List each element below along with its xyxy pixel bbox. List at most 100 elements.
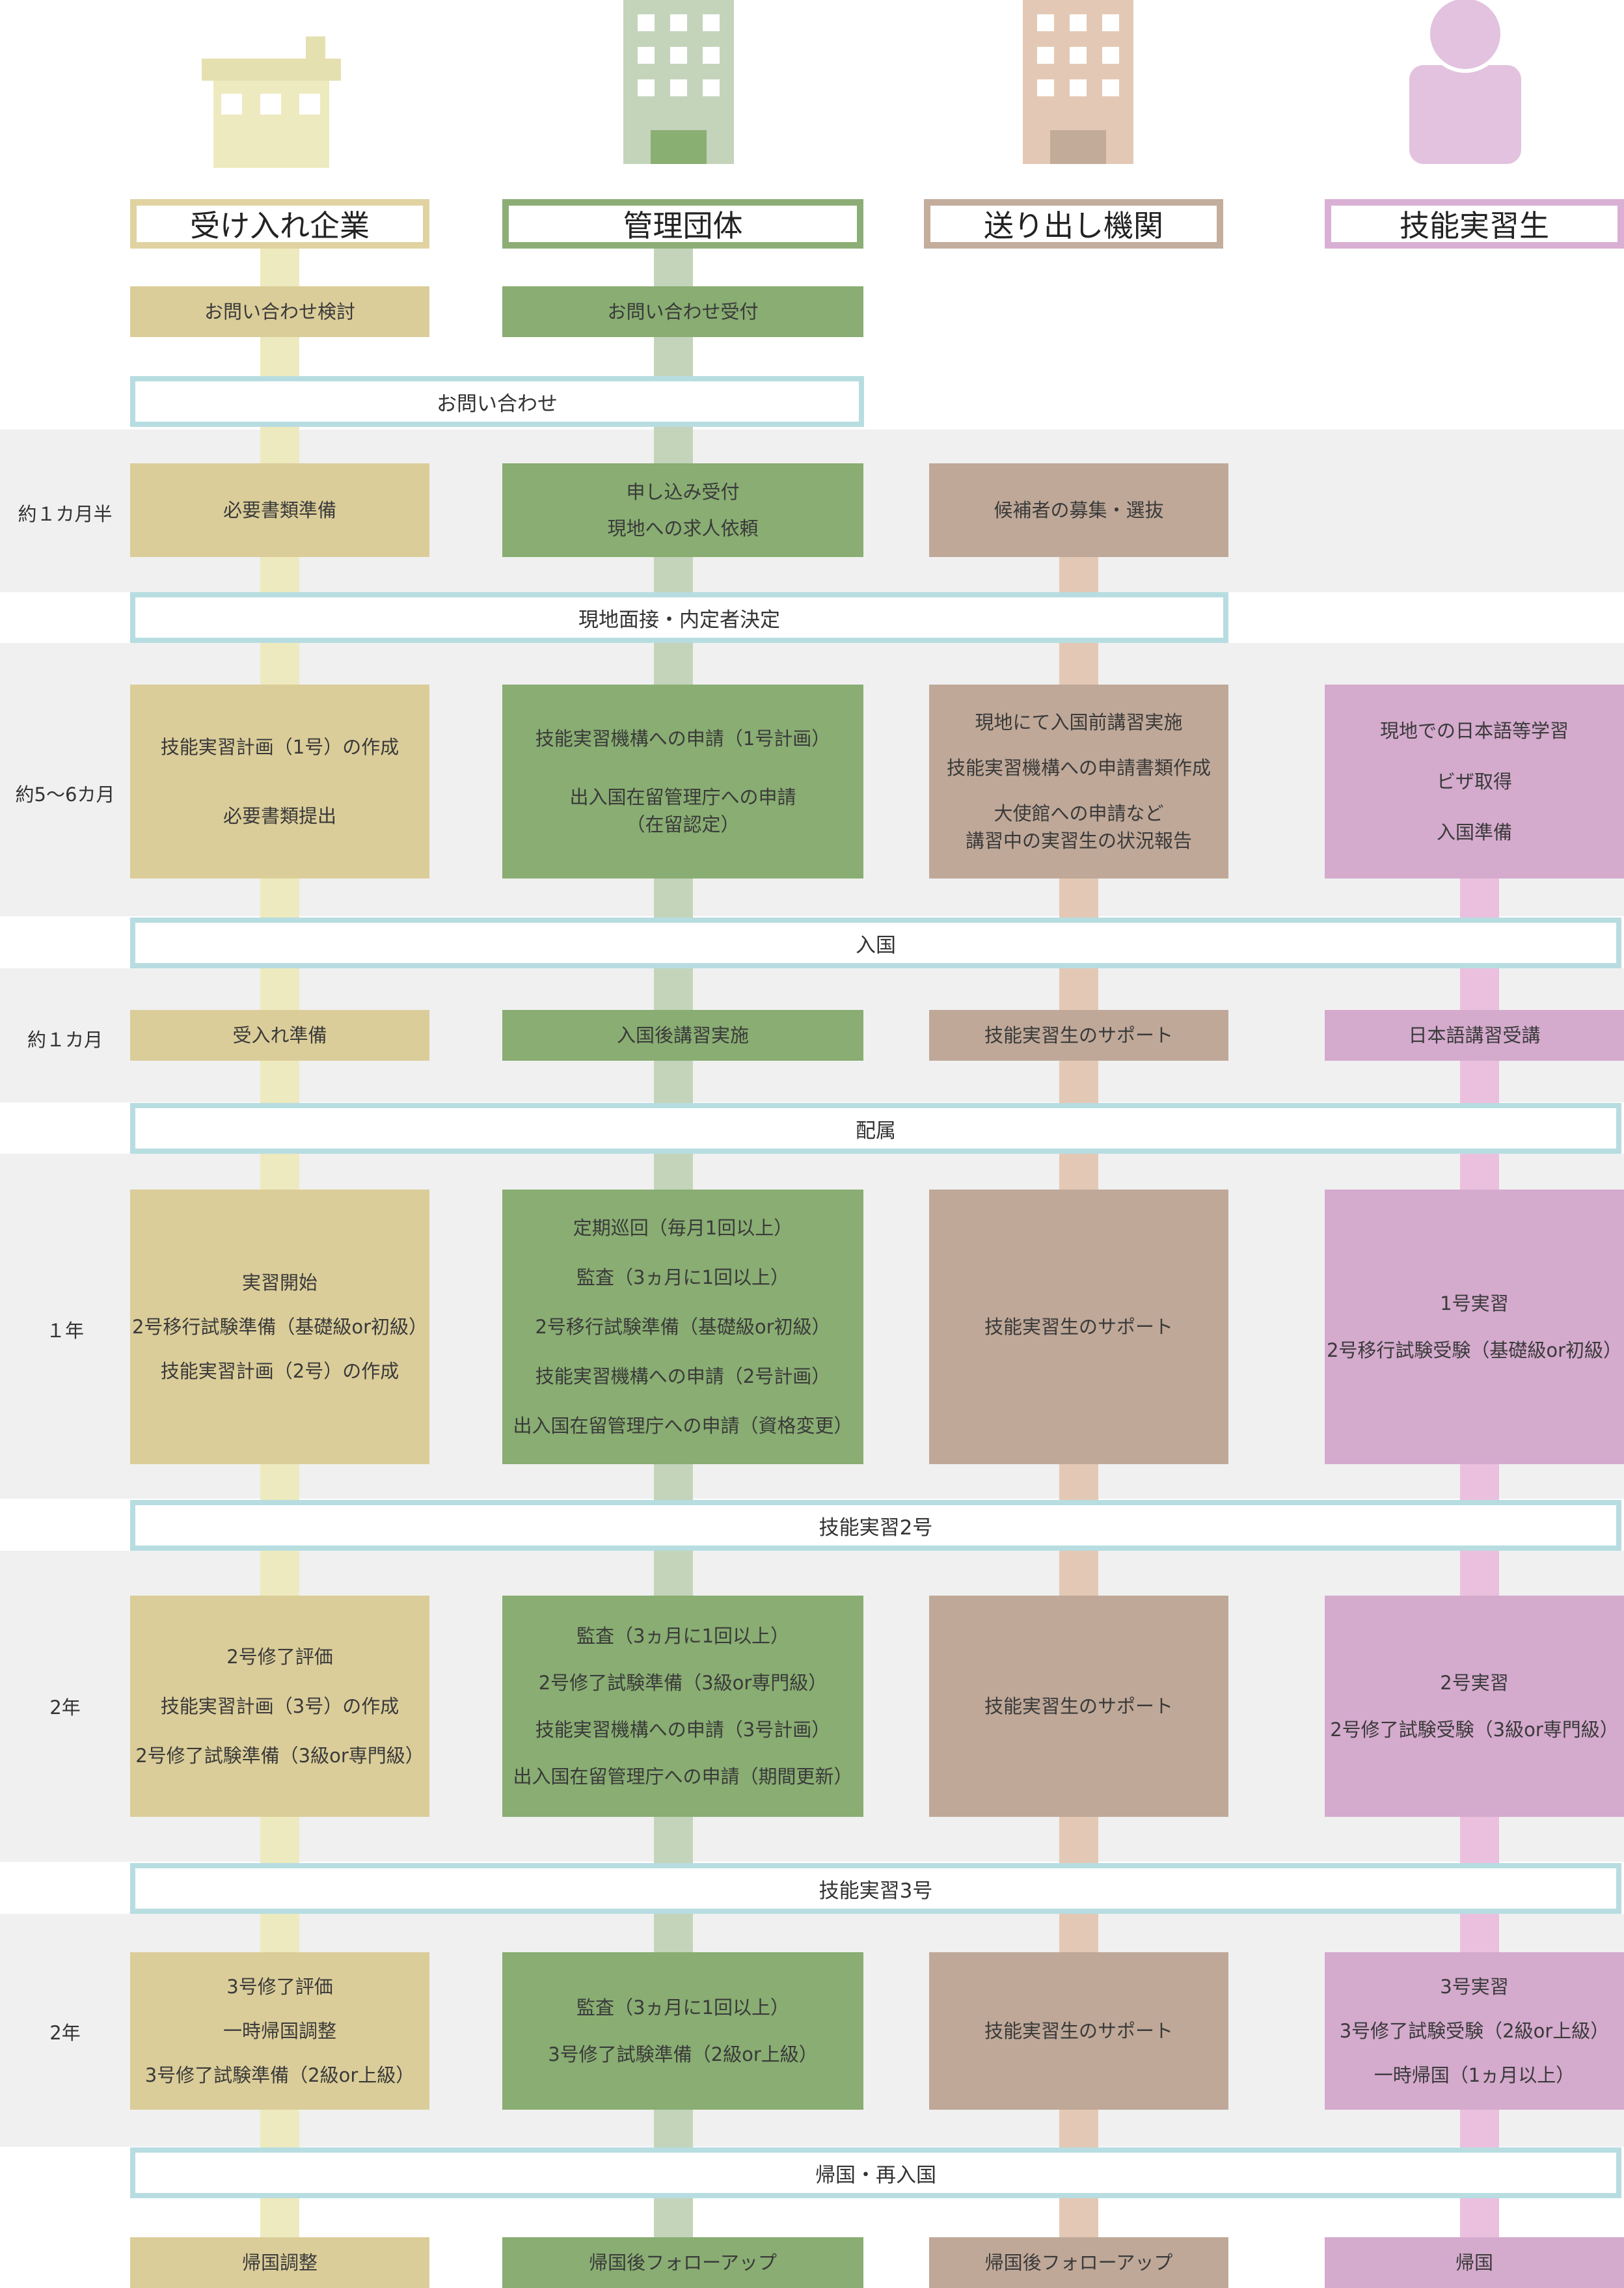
task-line: 受入れ準備	[232, 1024, 327, 1046]
task-line: 出入国在留管理庁への申請（期間更新）	[513, 1765, 853, 1788]
task-line: 技能実習生のサポート	[984, 1024, 1173, 1046]
task-line: 技能実習生のサポート	[984, 1695, 1173, 1717]
task-line: 技能実習機構への申請（2号計画）	[535, 1365, 831, 1388]
task-line: 監査（3ヵ月に1回以上）	[576, 1996, 789, 2019]
task-line: 入国準備	[1436, 821, 1512, 844]
task-box-org: 入国後講習実施	[502, 1010, 863, 1061]
task-line: 2号移行試験準備（基礎級or初級）	[535, 1315, 831, 1338]
task-box-company: 2号修了評価 技能実習計画（3号）の作成 2号修了試験準備（3級or専門級）	[130, 1596, 429, 1817]
task-line: ビザ取得	[1436, 770, 1512, 793]
task-line: 帰国	[1455, 2251, 1493, 2274]
task-line: お問い合わせ検討	[204, 300, 355, 323]
task-box-trainee: 1号実習 2号移行試験受験（基礎級or初級）	[1325, 1190, 1624, 1464]
task-box-company: お問い合わせ検討	[130, 286, 429, 337]
task-box-agency: 技能実習生のサポート	[929, 1190, 1228, 1464]
task-line: 3号実習	[1440, 1975, 1509, 1998]
task-box-company: 帰国調整	[130, 2237, 429, 2288]
task-line: 出入国在留管理庁への申請（資格変更）	[513, 1415, 853, 1437]
person-icon	[1409, 0, 1521, 164]
column-header-agency: 送り出し機関	[924, 199, 1223, 249]
stage-assignment: 配属	[130, 1103, 1621, 1154]
task-box-org: 帰国後フォローアップ	[502, 2237, 863, 2288]
task-line: 現地にて入国前講習実施	[975, 711, 1183, 733]
column-header-company: 受け入れ企業	[130, 199, 429, 249]
task-line: 2号修了試験準備（3級or専門級）	[135, 1745, 424, 1767]
task-line: 技能実習計画（2号）の作成	[160, 1360, 399, 1383]
task-line: 必要書類提出	[223, 805, 336, 827]
task-line: 実習開始	[241, 1271, 318, 1294]
task-box-agency: 候補者の募集・選抜	[929, 463, 1228, 557]
task-line: （在留認定）	[626, 813, 740, 836]
stage-inquiry: お問い合わせ	[130, 376, 864, 427]
task-line: 3号修了試験準備（2級or上級）	[548, 2043, 818, 2065]
task-line: 大使館への申請など	[994, 802, 1164, 824]
period-label: １年	[46, 1320, 84, 1342]
task-box-trainee: 2号実習 2号修了試験受験（3級or専門級）	[1325, 1596, 1624, 1817]
task-line: 2号移行試験受験（基礎級or初級）	[1326, 1339, 1623, 1361]
task-box-company: 実習開始 2号移行試験準備（基礎級or初級） 技能実習計画（2号）の作成	[130, 1190, 429, 1464]
task-box-trainee: 帰国	[1325, 2237, 1624, 2288]
task-line: 3号修了評価	[226, 1975, 333, 1998]
stage-entry: 入国	[130, 918, 1621, 968]
task-line: 2号修了試験受験（3級or専門級）	[1330, 1719, 1619, 1741]
task-box-agency: 技能実習生のサポート	[929, 1596, 1228, 1817]
task-line: 2号修了評価	[226, 1645, 333, 1668]
task-box-org: 定期巡回（毎月1回以上） 監査（3ヵ月に1回以上） 2号移行試験準備（基礎級or…	[502, 1190, 863, 1464]
task-line: 技能実習機構への申請（3号計画）	[535, 1719, 831, 1741]
task-line: 現地での日本語等学習	[1379, 719, 1569, 742]
task-line: 講習中の実習生の状況報告	[965, 830, 1192, 852]
task-box-agency: 技能実習生のサポート	[929, 1952, 1228, 2110]
period-label: 約１カ月半	[18, 503, 113, 525]
task-line: 技能実習生のサポート	[984, 1315, 1173, 1338]
task-box-company: 技能実習計画（1号）の作成 必要書類提出	[130, 685, 429, 878]
task-box-company: 受入れ準備	[130, 1010, 429, 1061]
task-line: 3号修了試験受験（2級or上級）	[1339, 2019, 1610, 2042]
task-line: 技能実習計画（1号）の作成	[160, 735, 399, 758]
task-line: お問い合わせ受付	[607, 300, 759, 323]
period-label: 2年	[49, 1696, 81, 1719]
task-box-trainee: 3号実習 3号修了試験受験（2級or上級） 一時帰国（1ヵ月以上）	[1325, 1952, 1624, 2110]
task-box-company: 3号修了評価 一時帰国調整 3号修了試験準備（2級or上級）	[130, 1952, 429, 2110]
task-line: 現地への求人依頼	[607, 517, 759, 539]
task-line: 帰国調整	[241, 2251, 318, 2274]
task-box-org: 監査（3ヵ月に1回以上） 2号修了試験準備（3級or専門級） 技能実習機構への申…	[502, 1596, 863, 1817]
task-box-agency: 技能実習生のサポート	[929, 1010, 1228, 1061]
task-box-company: 必要書類準備	[130, 463, 429, 557]
task-box-trainee: 現地での日本語等学習 ビザ取得 入国準備	[1325, 685, 1624, 878]
task-line: 1号実習	[1440, 1292, 1509, 1314]
tall-building-icon	[1023, 0, 1133, 164]
task-line: 一時帰国調整	[223, 2019, 336, 2042]
task-line: 3号修了試験準備（2級or上級）	[144, 2064, 415, 2087]
task-line: 日本語講習受講	[1408, 1024, 1541, 1046]
stage-tg3: 技能実習3号	[130, 1863, 1621, 1914]
task-line: 必要書類準備	[223, 498, 336, 521]
small-building-icon	[202, 36, 341, 168]
task-line: 技能実習計画（3号）の作成	[160, 1695, 399, 1717]
stage-interview: 現地面接・内定者決定	[130, 592, 1228, 643]
period-label: 約5〜6カ月	[15, 783, 115, 806]
column-header-org: 管理団体	[502, 199, 863, 249]
task-line: 2号修了試験準備（3級or専門級）	[538, 1671, 828, 1694]
task-box-org: 監査（3ヵ月に1回以上） 3号修了試験準備（2級or上級）	[502, 1952, 863, 2110]
stage-tg2: 技能実習2号	[130, 1500, 1621, 1551]
task-line: 監査（3ヵ月に1回以上）	[576, 1266, 789, 1288]
stage-return: 帰国・再入国	[130, 2147, 1621, 2198]
period-label: 2年	[49, 2022, 81, 2044]
task-line: 2号実習	[1440, 1671, 1509, 1694]
task-line: 技能実習生のサポート	[984, 2019, 1173, 2042]
period-label: 約１カ月	[27, 1029, 103, 1051]
task-box-org: お問い合わせ受付	[502, 286, 863, 337]
task-line: 申し込み受付	[626, 480, 740, 503]
column-header-trainee: 技能実習生	[1325, 199, 1624, 249]
task-line: 一時帰国（1ヵ月以上）	[1374, 2064, 1575, 2087]
task-box-org: 申し込み受付 現地への求人依頼	[502, 463, 863, 557]
task-line: 帰国後フォローアップ	[589, 2251, 777, 2274]
task-line: 技能実習機構への申請（1号計画）	[535, 727, 831, 750]
task-line: 入国後講習実施	[616, 1024, 749, 1046]
task-line: 技能実習機構への申請書類作成	[946, 756, 1211, 779]
task-line: 監査（3ヵ月に1回以上）	[576, 1624, 789, 1647]
task-line: 2号移行試験準備（基礎級or初級）	[131, 1315, 428, 1338]
task-box-agency: 現地にて入国前講習実施 技能実習機構への申請書類作成 大使館への申請など 講習中…	[929, 685, 1228, 878]
task-line: 候補者の募集・選抜	[994, 498, 1164, 521]
task-box-org: 技能実習機構への申請（1号計画） 出入国在留管理庁への申請 （在留認定）	[502, 685, 863, 878]
